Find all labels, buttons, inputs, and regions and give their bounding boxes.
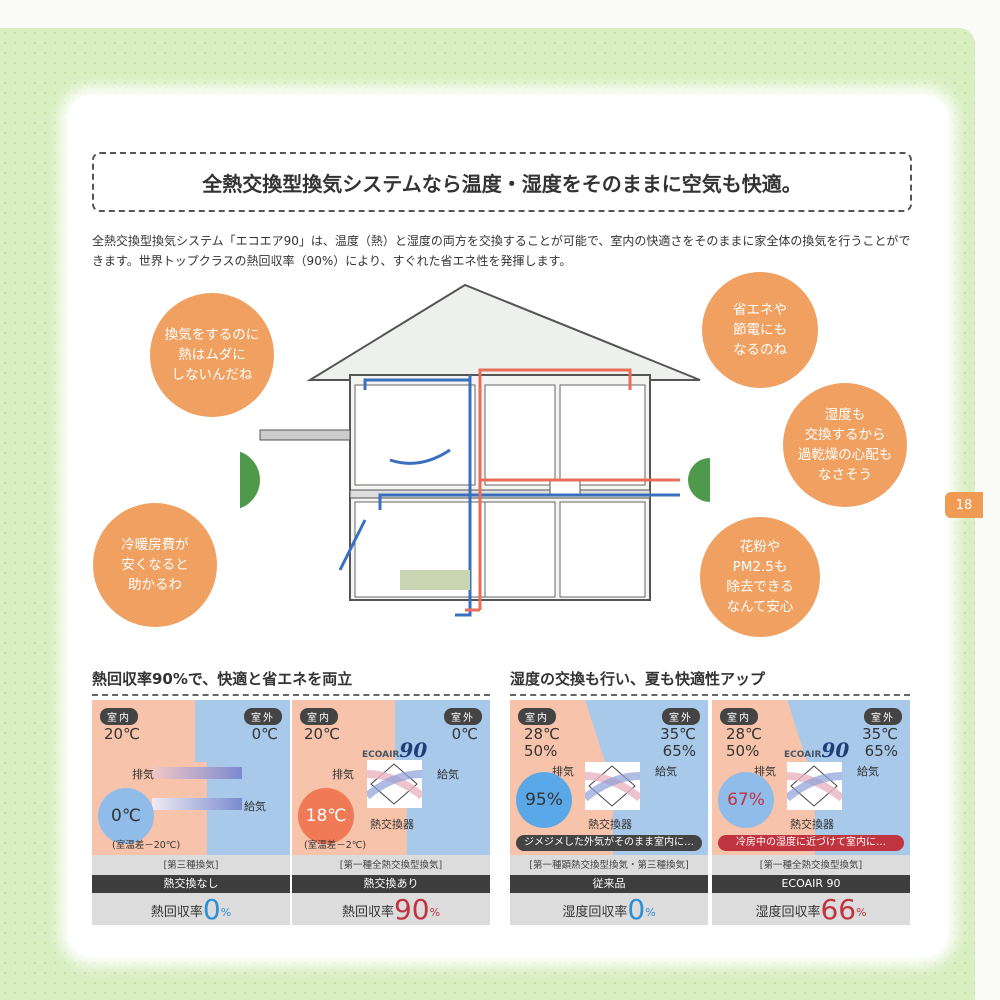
speech-bubble-heat: 換気をするのに 熱はムダに しないんだね xyxy=(150,293,274,417)
outdoor-label: 室外 xyxy=(662,708,700,725)
system-name: 熱交換あり xyxy=(292,875,490,893)
indoor-result-circle: 0℃ xyxy=(98,788,154,844)
indoor-conditions: 28℃ 50% xyxy=(524,725,560,760)
system-name: 熱交換なし xyxy=(92,875,290,893)
comparison-panel-no-exchange: 室内 室外 20℃ 0℃ 排気 給気 0℃ (室温差－20℃) [第三種換気] … xyxy=(92,700,290,925)
recovery-rate: 湿度回収率0% xyxy=(562,893,656,925)
exchanger-label: 熱交換器 xyxy=(370,818,414,831)
indoor-label: 室内 xyxy=(300,708,338,725)
indoor-label: 室内 xyxy=(720,708,758,725)
outdoor-temp: 0℃ xyxy=(251,725,278,743)
indoor-humidity-circle: 67% xyxy=(718,772,774,828)
outdoor-temp: 0℃ xyxy=(451,725,478,743)
outdoor-conditions: 35℃ 65% xyxy=(660,725,696,760)
comparison-panel-ecoair90: 室内 室外 28℃ 50% 35℃ 65% ECOAIR90 排気 給気 熱交換… xyxy=(712,700,910,925)
note-banner: 冷房中の湿度に近づけて室内に… xyxy=(718,835,904,851)
speech-bubble-humidity: 湿度も 交換するから 過乾燥の心配も なさそう xyxy=(783,383,907,507)
indoor-conditions: 28℃ 50% xyxy=(726,725,762,760)
comparison-panel-conventional: 室内 室外 28℃ 50% 35℃ 65% 排気 給気 熱交換器 95% ジメジ… xyxy=(510,700,708,925)
exhaust-arrow xyxy=(152,767,242,779)
ventilation-type: [第一種顕熱交換型換気・第三種換気] xyxy=(529,860,689,871)
exchanger-label: 熱交換器 xyxy=(588,818,632,831)
supply-label: 給気 xyxy=(655,765,677,778)
ventilation-type: [第三種換気] xyxy=(163,860,219,871)
ecoair-logo: ECOAIR90 xyxy=(784,738,850,762)
supply-label: 給気 xyxy=(857,765,879,778)
exhaust-label: 排気 xyxy=(332,768,354,781)
comparison-panel-exchange: 室内 室外 20℃ 0℃ ECOAIR90 排気 給気 熱交換器 18℃ (室温… xyxy=(292,700,490,925)
supply-label: 給気 xyxy=(437,768,459,781)
page-title: 全熱交換型換気システムなら温度・湿度をそのままに空気も快適。 xyxy=(92,152,912,212)
speech-bubble-pollen: 花粉や PM2.5も 除去できる なんて安心 xyxy=(700,517,820,637)
indoor-humidity-circle: 95% xyxy=(516,772,572,828)
outdoor-label: 室外 xyxy=(244,708,282,725)
ventilation-type: [第一種全熱交換型換気] xyxy=(759,860,863,871)
heat-exchanger-icon xyxy=(582,762,643,810)
system-name: ECOAIR 90 xyxy=(712,875,910,893)
supply-label: 給気 xyxy=(244,800,266,813)
temp-diff: (室温差－20℃) xyxy=(112,840,181,851)
temp-diff: (室温差－2℃) xyxy=(304,840,367,851)
supply-arrow xyxy=(152,798,242,810)
indoor-result-circle: 18℃ xyxy=(298,788,354,844)
exchanger-label: 熱交換器 xyxy=(790,818,834,831)
intro-text: 全熱交換型換気システム「エコエア90」は、温度（熱）と湿度の両方を交換することが… xyxy=(92,234,911,268)
house-illustration xyxy=(240,283,710,617)
speech-bubble-energy: 省エネや 節電にも なるのね xyxy=(702,272,818,388)
recovery-rate: 熱回収率0% xyxy=(150,893,232,925)
outdoor-conditions: 35℃ 65% xyxy=(862,725,898,760)
section-heading-humidity: 湿度の交換も行い、夏も快適性アップ xyxy=(510,668,910,696)
page-number-tab: 18 xyxy=(945,492,983,518)
indoor-temp: 20℃ xyxy=(304,725,340,743)
note-banner: ジメジメした外気がそのまま室内に… xyxy=(516,835,702,851)
system-name: 従来品 xyxy=(510,875,708,893)
heat-exchanger-icon xyxy=(784,762,845,810)
recovery-rate: 熱回収率90% xyxy=(341,893,441,925)
exhaust-label: 排気 xyxy=(132,768,154,781)
indoor-label: 室内 xyxy=(518,708,556,725)
outdoor-label: 室外 xyxy=(444,708,482,725)
indoor-label: 室内 xyxy=(100,708,138,725)
recovery-rate: 湿度回収率66% xyxy=(755,893,867,925)
indoor-temp: 20℃ xyxy=(104,725,140,743)
ecoair-logo: ECOAIR90 xyxy=(362,738,428,762)
outdoor-label: 室外 xyxy=(864,708,902,725)
ventilation-type: [第一種全熱交換型換気] xyxy=(339,860,443,871)
speech-bubble-cost: 冷暖房費が 安くなると 助かるわ xyxy=(93,503,217,627)
heat-exchanger-icon xyxy=(364,760,425,808)
section-heading-heat: 熱回収率90%で、快適と省エネを両立 xyxy=(92,668,490,696)
